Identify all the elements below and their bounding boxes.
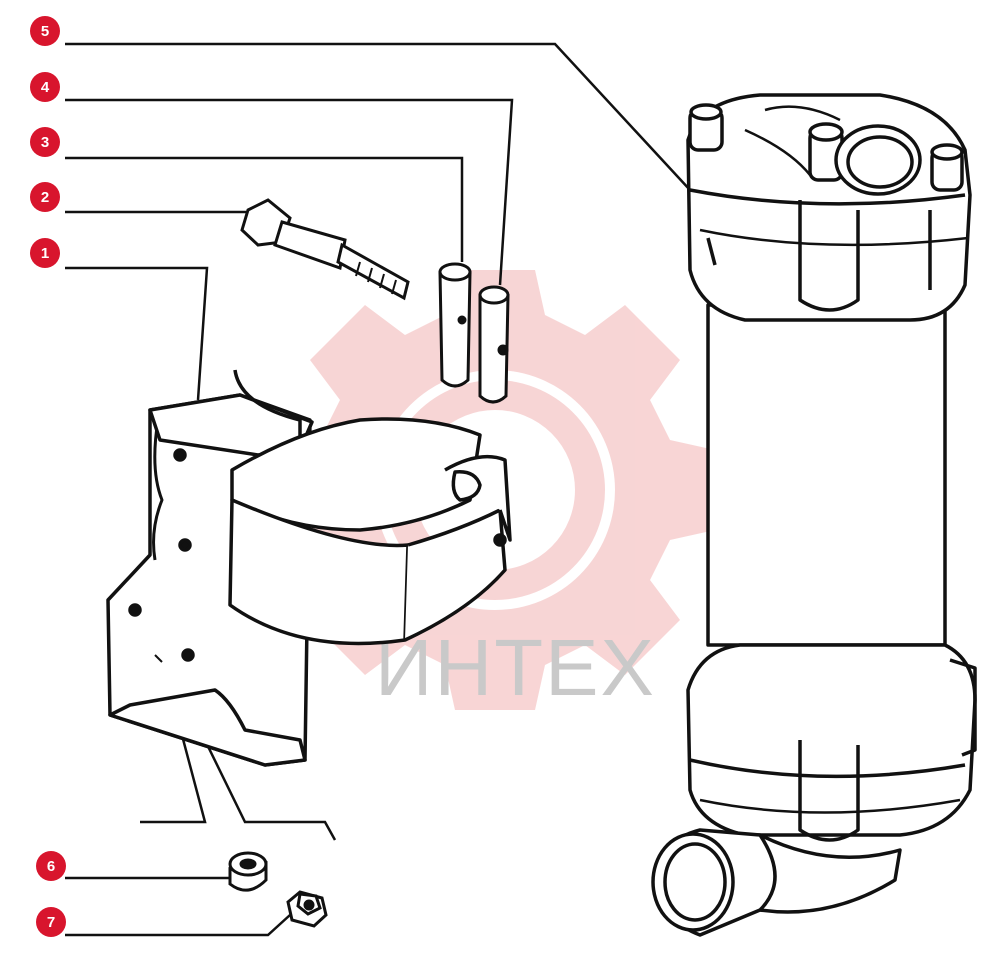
callout-6: 6 — [36, 851, 66, 881]
leader-line-bracket-b — [198, 729, 337, 841]
bracket-part — [106, 369, 512, 767]
nut-part — [286, 890, 328, 928]
leader-line-3 — [65, 156, 464, 262]
callout-1: 1 — [30, 238, 60, 268]
bolt-part — [240, 198, 410, 301]
watermark-text: ИНТЕХ — [375, 623, 656, 712]
washer-part — [228, 851, 268, 892]
leader-line-1 — [65, 266, 209, 401]
leader-line-5 — [65, 42, 691, 191]
callout-3: 3 — [30, 127, 60, 157]
callout-7: 7 — [36, 907, 66, 937]
pin-part-3 — [438, 262, 472, 388]
filter-housing-part — [651, 93, 977, 937]
leader-line-7 — [65, 914, 291, 937]
callout-5: 5 — [30, 16, 60, 46]
leader-line-4 — [65, 98, 514, 286]
callout-2: 2 — [30, 182, 60, 212]
callout-4: 4 — [30, 72, 60, 102]
pin-part-4 — [478, 285, 510, 404]
